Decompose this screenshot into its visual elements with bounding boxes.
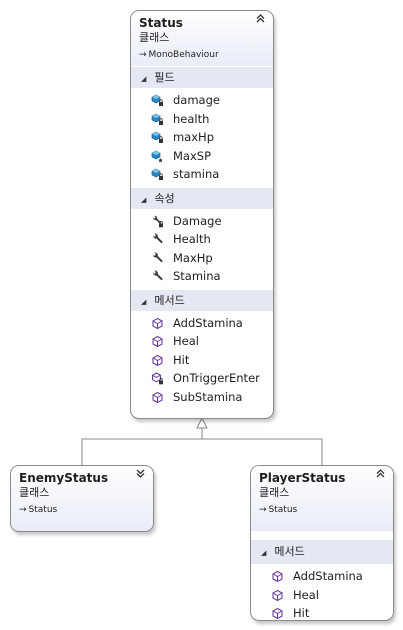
method-name: OnTriggerEnter: [173, 371, 260, 385]
section-collapse-triangle-icon: ◢: [261, 549, 267, 557]
method-cube-icon: [272, 570, 283, 583]
section-properties-label: 속성: [154, 191, 175, 205]
field-name: stamina: [173, 167, 220, 181]
field-item[interactable]: maxHp: [131, 128, 273, 147]
section-properties-header[interactable]: ◢ 속성: [131, 186, 273, 209]
class-status-base-name: MonoBehaviour: [148, 50, 219, 60]
collapse-double-chevron-up-icon[interactable]: [256, 14, 265, 25]
section-collapse-triangle-icon: ◢: [141, 297, 147, 306]
property-item[interactable]: Stamina: [131, 267, 273, 286]
method-cube-icon: [152, 354, 163, 366]
method-cube-icon: [152, 335, 163, 348]
method-name: SubStamina: [173, 389, 243, 404]
method-cube-icon: [152, 391, 163, 403]
field-name: health: [173, 111, 210, 126]
expand-double-chevron-down-icon[interactable]: [136, 469, 145, 480]
class-enemystatus[interactable]: EnemyStatus 클래스 →Status: [10, 465, 154, 532]
methods-list: AddStamina Heal Hit: [251, 564, 393, 620]
method-name: Hit: [293, 606, 310, 620]
field-item[interactable]: damage: [131, 91, 273, 110]
field-name: damage: [173, 93, 220, 107]
private-field-icon: [151, 113, 163, 125]
property-name: Stamina: [173, 269, 221, 283]
wrench-lock-icon: [152, 215, 163, 227]
method-item[interactable]: AddStamina: [251, 567, 393, 586]
method-item[interactable]: Heal: [131, 332, 273, 351]
method-item[interactable]: Heal: [251, 586, 393, 605]
section-methods-header[interactable]: ◢ 메서드: [251, 539, 393, 564]
method-cube-icon: [272, 607, 283, 620]
private-field-icon: [151, 94, 163, 106]
class-status-header: Status 클래스 →MonoBehaviour: [131, 11, 273, 66]
wrench-icon: [152, 252, 163, 262]
fields-list: damage health maxHp MaxSP stamina: [131, 88, 273, 187]
class-status-name: Status: [139, 16, 183, 30]
section-methods-label: 메서드: [154, 293, 185, 307]
inheritance-line: [81, 438, 323, 465]
properties-list: Damage Health MaxHp Stamina: [131, 209, 273, 289]
method-name: AddStamina: [173, 315, 243, 330]
method-name: Heal: [293, 587, 319, 602]
private-field-icon: [151, 168, 163, 180]
method-item[interactable]: Hit: [251, 604, 393, 620]
class-enemystatus-kind: 클래스: [19, 486, 50, 499]
inherit-arrow-icon: →: [19, 505, 27, 515]
property-name: Damage: [173, 213, 222, 228]
class-status-kind: 클래스: [139, 31, 170, 44]
method-name: AddStamina: [293, 569, 363, 583]
class-enemystatus-base-name: Status: [28, 505, 58, 515]
class-enemystatus-base: →Status: [19, 503, 145, 517]
class-playerstatus-base-name: Status: [268, 505, 298, 515]
wrench-icon: [152, 233, 163, 244]
section-collapse-triangle-icon: ◢: [141, 195, 147, 204]
class-enemystatus-name: EnemyStatus: [19, 471, 109, 485]
field-name: MaxSP: [173, 148, 212, 163]
field-item[interactable]: health: [131, 110, 273, 129]
class-playerstatus-kind: 클래스: [259, 486, 290, 499]
property-name: MaxHp: [173, 250, 213, 265]
class-playerstatus-base: →Status: [259, 503, 385, 517]
method-item[interactable]: OnTriggerEnter: [131, 369, 273, 388]
private-method-cube-icon: [151, 372, 163, 385]
method-name: Hit: [173, 352, 190, 367]
section-collapse-triangle-icon: ◢: [141, 75, 147, 83]
collapse-double-chevron-up-icon[interactable]: [376, 469, 385, 480]
wrench-icon: [152, 270, 163, 281]
method-item[interactable]: SubStamina: [131, 388, 273, 407]
methods-list: AddStamina Heal Hit OnTriggerEnter SubSt…: [131, 311, 273, 410]
section-fields-header[interactable]: ◢ 필드: [131, 66, 273, 88]
inheritance-arrowhead: [196, 416, 208, 429]
property-item[interactable]: Damage: [131, 212, 273, 231]
private-field-icon: [151, 131, 163, 143]
section-methods-header[interactable]: ◢ 메서드: [131, 288, 273, 311]
inherit-arrow-icon: →: [139, 50, 147, 60]
property-item[interactable]: MaxHp: [131, 249, 273, 268]
method-item[interactable]: Hit: [131, 351, 273, 370]
property-item[interactable]: Health: [131, 230, 273, 249]
class-playerstatus-name: PlayerStatus: [259, 471, 346, 485]
class-status[interactable]: Status 클래스 →MonoBehaviour ◢ 필드 damage hea…: [130, 10, 274, 419]
field-name: maxHp: [173, 130, 215, 144]
class-enemystatus-header: EnemyStatus 클래스 →Status: [11, 466, 153, 531]
property-name: Health: [173, 232, 211, 246]
method-item[interactable]: AddStamina: [131, 314, 273, 333]
class-playerstatus[interactable]: PlayerStatus 클래스 →Status ◢ 메서드 AddStamina…: [250, 465, 394, 621]
class-playerstatus-header: PlayerStatus 클래스 →Status: [251, 466, 393, 531]
field-item[interactable]: stamina: [131, 165, 273, 184]
protected-field-icon: [151, 150, 163, 162]
method-cube-icon: [272, 589, 283, 601]
method-name: Heal: [173, 334, 199, 348]
inherit-arrow-icon: →: [259, 505, 267, 515]
section-methods-label: 메서드: [274, 545, 305, 558]
header-spacer: [251, 531, 393, 539]
method-cube-icon: [152, 317, 163, 329]
class-status-base: →MonoBehaviour: [139, 48, 265, 62]
field-item[interactable]: MaxSP: [131, 147, 273, 166]
section-fields-label: 필드: [154, 71, 175, 84]
